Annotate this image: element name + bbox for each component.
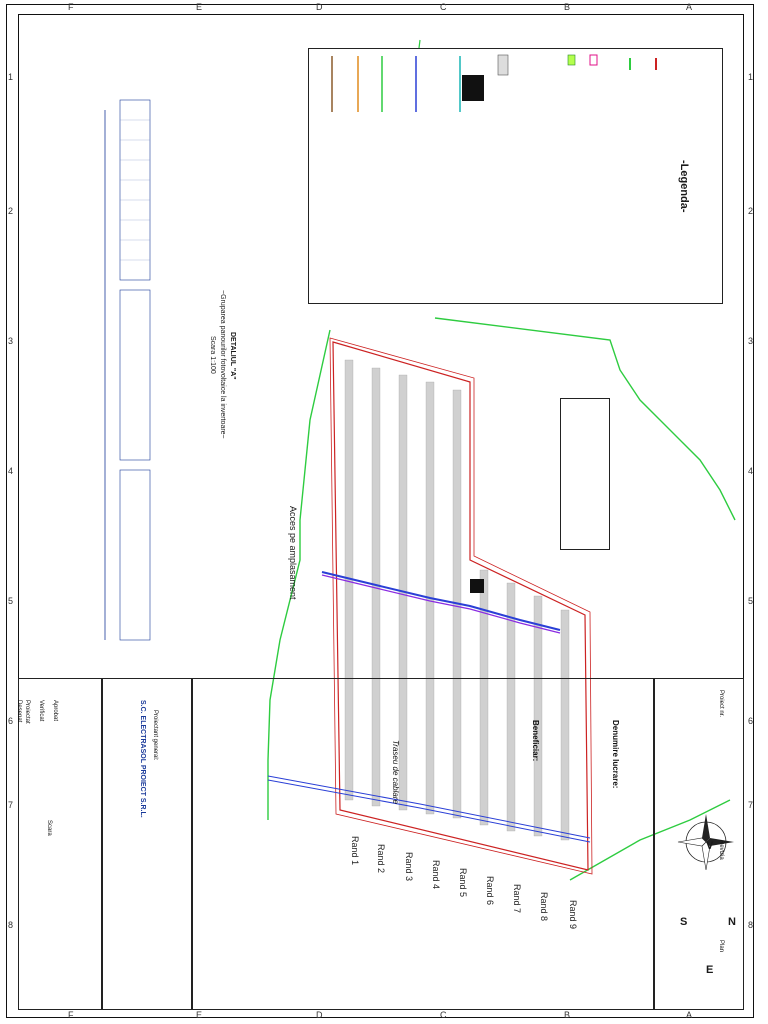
grid-number-1-right: 1: [748, 72, 754, 82]
compass-rose: [677, 814, 734, 871]
grid-letter-f-bottom: F: [68, 1010, 74, 1020]
grid-number-8-right: 8: [748, 920, 754, 930]
detail-subtitle: ~Gruparea panourilor fotovoltaice la inv…: [219, 290, 226, 439]
grid-number-3: 3: [8, 336, 14, 346]
grid-number-2: 2: [8, 206, 14, 216]
site-fence: [332, 341, 589, 871]
terrain-boundary-line-south: [569, 799, 731, 881]
tb-company-name: S.C. ELECTRASOL PROIECT S.R.L.: [139, 700, 146, 818]
secondary-cable-trunk: [321, 574, 561, 634]
grid-number-5: 5: [8, 596, 14, 606]
tb-general-designer-label: Proiectant general:: [152, 710, 158, 761]
tb-plan-label: Plan: [718, 940, 724, 953]
south-cable: [267, 775, 591, 839]
substation-block: [470, 579, 484, 593]
compass-letter-e: E: [706, 964, 714, 976]
legend-swatch-substation: [462, 75, 484, 101]
sheet-outer-frame: [6, 4, 754, 1018]
tb-role-aprobat: Aprobat: [52, 700, 58, 722]
grid-number-4: 4: [8, 466, 14, 476]
tb-signatures-panel: [18, 678, 102, 1010]
compass-letter-n: N: [728, 916, 736, 928]
tb-project-label: Denumire lucrare:: [611, 720, 620, 789]
tb-meta-panel: [654, 678, 744, 1010]
panel-row: [560, 609, 570, 841]
panel-row: [479, 569, 489, 826]
terrain-boundary-line: [434, 317, 736, 521]
grid-letter-f: F: [68, 2, 74, 12]
terrain-boundary-line-west: [267, 329, 331, 820]
inverter-group-block: [119, 469, 151, 641]
tb-project-nr-label: Proiect nr.: [718, 690, 724, 718]
legend-box: [308, 48, 723, 304]
main-cable-trunk: [321, 571, 561, 631]
grid-number-1: 1: [8, 72, 14, 82]
grid-number-3-right: 3: [748, 336, 754, 346]
grid-letter-a: A: [686, 2, 693, 12]
grid-number-7: 7: [8, 800, 14, 810]
tb-scale-label: Scara: [46, 820, 52, 836]
tb-role-proiectat: Proiectat: [24, 700, 30, 724]
grid-number-6-right: 6: [748, 716, 754, 726]
detail-a-blocks: [119, 99, 151, 641]
grid-letter-d-bottom: D: [316, 1010, 323, 1020]
tb-role-verificat: Verificat: [38, 700, 44, 722]
legend-swatch-camera: [497, 54, 509, 76]
grid-letter-e: E: [196, 2, 203, 12]
grid-letter-d: D: [316, 2, 323, 12]
detail-title: DETALIUL "A": [229, 332, 236, 380]
site-fence-outer: [329, 337, 593, 875]
south-cable-2: [267, 779, 591, 843]
grid-letter-b: B: [564, 2, 571, 12]
grid-number-5-right: 5: [748, 596, 754, 606]
compass-letter-v: V: [706, 840, 714, 852]
grid-number-2-right: 2: [748, 206, 754, 216]
inverter-group-block: [119, 99, 151, 281]
compass-letter-s: S: [680, 916, 688, 928]
grid-number-8: 8: [8, 920, 14, 930]
panel-row: [533, 595, 543, 837]
tb-project-panel: [192, 678, 654, 1010]
detail-a-grid: [120, 119, 150, 261]
site-access-label: Acces pe amplasament: [288, 506, 298, 600]
inverter-group-block: [119, 289, 151, 461]
detail-scale: Scara 1:100: [209, 336, 216, 374]
grid-letter-e-bottom: E: [196, 1010, 203, 1020]
grid-letter-c-bottom: C: [440, 1010, 447, 1020]
panel-row: [506, 582, 516, 832]
tb-drawing-title: Traseu de cablare: [391, 740, 400, 804]
legend-swatch-combiner: [589, 54, 598, 66]
tb-role-desenat: Desenat: [16, 700, 22, 723]
tb-rev-label: Revizia: [718, 840, 724, 860]
grid-number-7-right: 7: [748, 800, 754, 810]
grid-number-6: 6: [8, 716, 14, 726]
legend-swatch-tg: [567, 54, 576, 66]
title-block: [18, 678, 744, 1010]
project-info-box: [560, 398, 610, 550]
grid-letter-c: C: [440, 2, 447, 12]
tb-company-panel: [102, 678, 192, 1010]
grid-letter-a-bottom: A: [686, 1010, 693, 1020]
grid-letter-b-bottom: B: [564, 1010, 571, 1020]
grid-number-4-right: 4: [748, 466, 754, 476]
tb-beneficiar-label: Beneficiar:: [531, 720, 540, 762]
